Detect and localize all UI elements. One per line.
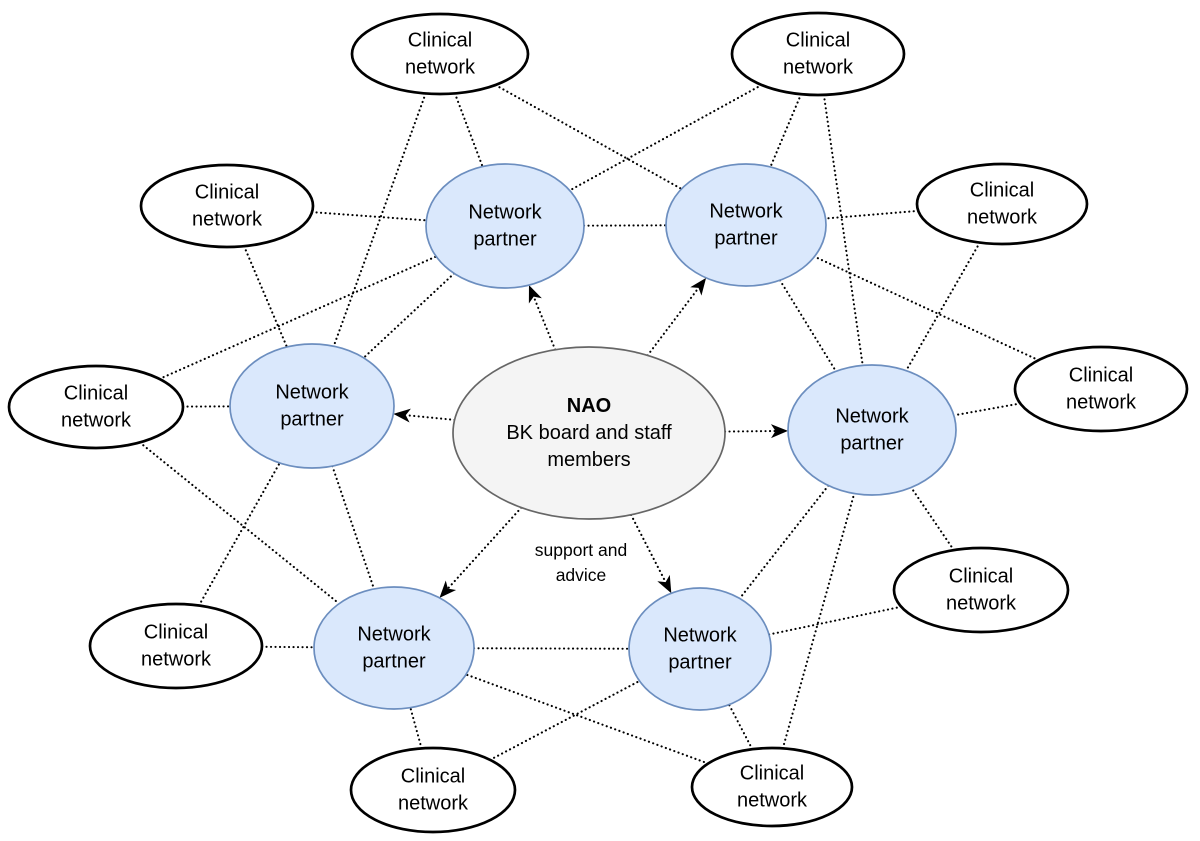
node-nao-ellipse bbox=[452, 346, 726, 520]
edge-cn2-np2-dotted-line bbox=[769, 93, 803, 168]
node-np2-label: partner bbox=[714, 228, 778, 250]
node-cn2-label: network bbox=[783, 57, 854, 79]
edge-np1-np3-dotted-line bbox=[362, 272, 456, 359]
edge-cn9-np6-dotted-line bbox=[489, 679, 641, 761]
node-np3-label: partner bbox=[280, 409, 344, 431]
edge-nao-np2-arrow-line bbox=[646, 287, 700, 357]
edge-nao-np1-arrow-line bbox=[532, 296, 557, 351]
node-np4-label: partner bbox=[840, 433, 904, 455]
node-cn8-label: network bbox=[141, 649, 212, 671]
edge-cn7-np4-dotted-line bbox=[910, 486, 955, 552]
node-np4-ellipse bbox=[787, 364, 957, 496]
arrowhead-icon bbox=[393, 408, 411, 423]
edge-np2-np4-dotted-line bbox=[778, 279, 837, 373]
edge-cn1-np2-dotted-line bbox=[494, 83, 683, 190]
arrowhead-icon bbox=[690, 277, 707, 296]
edge-cn1-np1-dotted-line bbox=[453, 92, 484, 168]
node-np5-label: partner bbox=[362, 651, 426, 673]
node-cn2-label: Clinical bbox=[786, 30, 850, 52]
edge-cn8-np3-dotted-line bbox=[197, 461, 281, 607]
edge-cn10-np6-dotted-line bbox=[727, 703, 754, 751]
node-np2-label: Network bbox=[709, 201, 783, 223]
edge-cn3-np3-dotted-line bbox=[243, 245, 288, 349]
node-cn7-label: network bbox=[946, 593, 1017, 615]
node-np6-ellipse bbox=[628, 587, 772, 711]
edge-cn6-np4-dotted-line bbox=[952, 402, 1022, 417]
edge-nao-np3-arrow-line bbox=[405, 414, 456, 421]
arrowhead-icon bbox=[439, 580, 457, 598]
node-cn4-ellipse bbox=[915, 162, 1089, 246]
node-cn6-label: Clinical bbox=[1069, 365, 1133, 387]
arrowhead-icon bbox=[528, 285, 542, 304]
node-cn1-ellipse bbox=[350, 12, 530, 96]
edge-nao-np5-arrow-line bbox=[447, 506, 523, 590]
node-cn7-ellipse bbox=[892, 546, 1070, 634]
edge-cn2-np1-dotted-line bbox=[568, 83, 763, 192]
node-cn3-label: Clinical bbox=[195, 182, 259, 204]
node-cn10-label: network bbox=[737, 790, 808, 812]
node-cn9-label: Clinical bbox=[401, 766, 465, 788]
node-cn5-label: Clinical bbox=[64, 383, 128, 405]
node-cn8-ellipse bbox=[88, 602, 264, 690]
node-cn3-label: network bbox=[192, 209, 263, 231]
edge-nao-np6-arrow-line bbox=[629, 513, 667, 583]
edge-cn6-np2-dotted-line bbox=[813, 255, 1040, 362]
node-cn4-label: Clinical bbox=[970, 180, 1034, 202]
arrowhead-icon bbox=[657, 574, 672, 594]
node-np2-ellipse bbox=[665, 163, 827, 287]
edge-cn5-np1-dotted-line bbox=[158, 255, 438, 380]
node-cn3-ellipse bbox=[139, 163, 315, 249]
edge-np4-np6-dotted-line bbox=[738, 484, 830, 600]
node-np6-label: Network bbox=[663, 625, 737, 647]
arrowhead-icon bbox=[770, 424, 789, 439]
node-cn5-ellipse bbox=[7, 364, 185, 450]
node-cn10-ellipse bbox=[690, 746, 854, 828]
node-cn10-label: Clinical bbox=[740, 763, 804, 785]
edge-cn7-np6-dotted-line bbox=[767, 605, 903, 636]
node-nao-label: BK board and staff bbox=[506, 422, 672, 444]
node-cn6-ellipse bbox=[1013, 345, 1189, 433]
edge-cn1-np3-dotted-line bbox=[332, 92, 427, 348]
node-nao-label: NAO bbox=[567, 395, 611, 417]
node-cn9-label: network bbox=[398, 793, 469, 815]
edge-cn4-np2-dotted-line bbox=[824, 209, 920, 220]
support-and-advice-label: support and bbox=[535, 540, 627, 560]
node-cn6-label: network bbox=[1066, 392, 1137, 414]
node-np5-ellipse bbox=[313, 586, 475, 710]
edge-cn4-np4-dotted-line bbox=[905, 241, 981, 372]
support-and-advice-label: advice bbox=[556, 565, 607, 585]
node-nao-label: members bbox=[547, 449, 630, 471]
node-cn9-ellipse bbox=[349, 746, 517, 834]
edge-np3-np5-dotted-line bbox=[331, 465, 376, 590]
node-np1-label: partner bbox=[473, 229, 537, 251]
edge-cn9-np5-dotted-line bbox=[409, 706, 423, 750]
edge-cn2-np4-dotted-line bbox=[822, 93, 864, 367]
node-np6-label: partner bbox=[668, 652, 732, 674]
edge-nao-np4-arrow-line bbox=[723, 429, 777, 433]
node-np3-label: Network bbox=[275, 382, 349, 404]
edge-cn10-np4-dotted-line bbox=[781, 492, 856, 750]
node-cn7-label: Clinical bbox=[949, 566, 1013, 588]
node-np4-label: Network bbox=[835, 406, 909, 428]
node-cn8-label: Clinical bbox=[144, 622, 208, 644]
node-cn5-label: network bbox=[61, 410, 132, 432]
node-np1-label: Network bbox=[468, 202, 542, 224]
node-np1-ellipse bbox=[425, 163, 585, 289]
node-cn1-label: Clinical bbox=[408, 30, 472, 52]
node-np5-label: Network bbox=[357, 624, 431, 646]
node-cn2-ellipse bbox=[730, 11, 906, 97]
node-cn4-label: network bbox=[967, 207, 1038, 229]
node-cn1-label: network bbox=[405, 57, 476, 79]
edge-cn3-np1-dotted-line bbox=[310, 211, 428, 222]
node-np3-ellipse bbox=[229, 343, 395, 469]
edge-np5-np6-dotted-line bbox=[472, 647, 631, 650]
